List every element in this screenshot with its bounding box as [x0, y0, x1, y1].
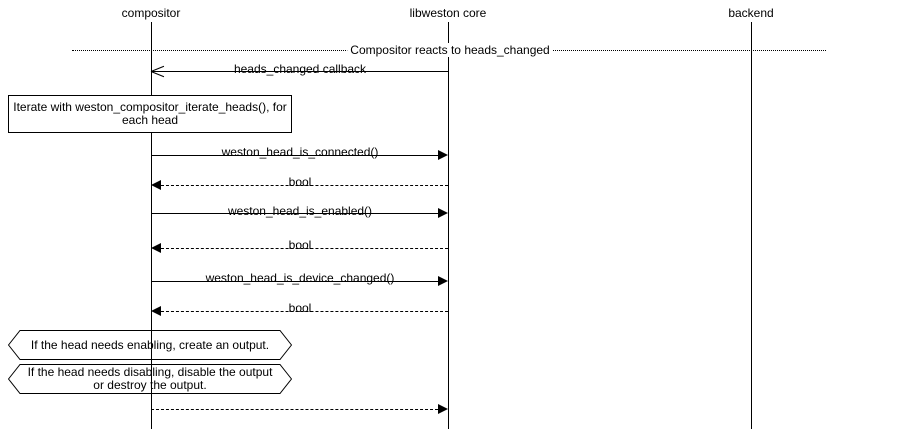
- arrow-head-filled-right-icon: [438, 208, 448, 218]
- message-label-heads-changed-callback: heads_changed callback: [233, 62, 367, 76]
- message-line-heads-changed-callback: [151, 71, 448, 72]
- message-line-bool-enabled: [161, 248, 448, 249]
- divider-label: Compositor reacts to heads_changed: [347, 43, 553, 57]
- note-iterate-heads: Iterate with weston_compositor_iterate_h…: [8, 95, 292, 133]
- lifeline-backend: [751, 22, 752, 429]
- arrow-head-open-left-icon: [150, 63, 165, 79]
- message-label-weston-head-is-device-changed: weston_head_is_device_changed(): [205, 271, 395, 285]
- message-label-bool-device-changed: bool: [288, 301, 312, 315]
- arrow-head-filled-right-icon: [438, 404, 448, 414]
- arrow-head-filled-left-icon: [151, 306, 161, 316]
- lifeline-libweston-core: [448, 22, 449, 429]
- arrow-head-filled-left-icon: [151, 243, 161, 253]
- arrow-head-filled-left-icon: [151, 180, 161, 190]
- actor-label-compositor: compositor: [121, 6, 181, 20]
- message-line-final: [151, 409, 438, 410]
- condition-note-enable-head: If the head needs enabling, create an ou…: [8, 330, 292, 360]
- hexagon-outline-icon: [8, 330, 292, 360]
- message-line-bool-connected: [161, 185, 448, 186]
- message-label-bool-connected: bool: [288, 175, 312, 189]
- actor-label-backend: backend: [728, 6, 774, 20]
- condition-note-text: If the head needs disabling, disable the…: [27, 365, 273, 392]
- message-label-weston-head-is-connected: weston_head_is_connected(): [221, 145, 379, 159]
- message-line-weston-head-is-device-changed: [151, 281, 438, 282]
- hexagon-outline-icon: [8, 364, 292, 394]
- message-label-bool-enabled: bool: [288, 238, 312, 252]
- actor-label-libweston-core: libweston core: [409, 6, 487, 20]
- message-label-weston-head-is-enabled: weston_head_is_enabled(): [227, 204, 373, 218]
- condition-note-disable-head: If the head needs disabling, disable the…: [8, 364, 292, 394]
- arrow-head-filled-right-icon: [438, 150, 448, 160]
- lifeline-compositor: [151, 22, 152, 429]
- condition-note-text: If the head needs enabling, create an ou…: [30, 337, 270, 352]
- message-line-weston-head-is-enabled: [151, 213, 438, 214]
- message-line-bool-device-changed: [161, 311, 448, 312]
- message-line-weston-head-is-connected: [151, 155, 438, 156]
- arrow-head-filled-right-icon: [438, 276, 448, 286]
